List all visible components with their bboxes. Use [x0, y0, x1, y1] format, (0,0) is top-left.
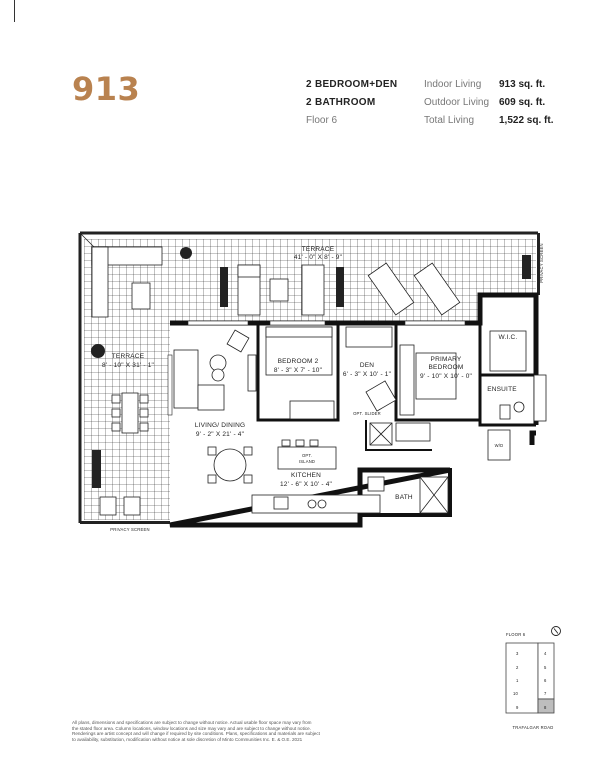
den-dims: 6' - 3" X 10' - 1" [343, 371, 392, 378]
outdoor-living-label: Outdoor Living [424, 97, 490, 108]
planters [91, 247, 531, 488]
kitchen-label: KITCHEN [291, 472, 321, 479]
bedroom2-label: BEDROOM 2 [278, 358, 319, 365]
bath-label: BATH [395, 494, 413, 501]
unit-number: 913 [72, 70, 141, 108]
windows [167, 320, 466, 416]
keyplan-unit-9: 9 [516, 705, 519, 710]
terrace-railing-corner [79, 232, 97, 250]
ensuite-wall [478, 375, 536, 427]
keyplan-unit-2: 2 [516, 665, 519, 670]
keyplan-unit-5: 5 [544, 665, 547, 670]
floor-level: Floor 6 [306, 115, 338, 126]
indoor-living-label: Indoor Living [424, 79, 482, 90]
indoor-living-value: 913 sq. ft. [499, 79, 546, 90]
terrace-dining-set [99, 392, 149, 516]
legal-disclaimer: All plans, dimensions and specifications… [72, 720, 342, 742]
compass-icon [551, 626, 561, 636]
bedroom2-dims: 8' - 3" X 7' - 10" [274, 367, 323, 374]
terrace-left-label: TERRACE [112, 353, 145, 360]
crop-mark [0, 0, 15, 22]
keyplan-unit-8: 8 [544, 705, 547, 710]
kitchen-dims: 12' - 6" X 10' - 4" [280, 481, 333, 488]
hall-wall [365, 420, 432, 451]
keyplan-unit-10: 10 [513, 691, 519, 696]
unit-summary: 2 BEDROOM+DEN 2 BATHROOM Floor 6 [306, 76, 397, 130]
interior-furniture [173, 326, 547, 514]
privacy-screen-bottom-label: PRIVACY SCREEN [110, 527, 149, 532]
keyplan-unit-4: 4 [544, 651, 547, 656]
disclaimer-line: the stated floor area. Column locations,… [72, 725, 312, 731]
terrace-paving [84, 239, 536, 520]
keyplan-building [505, 642, 555, 714]
terrace-furniture [91, 246, 461, 318]
keyplan-unit-6: 6 [544, 678, 547, 683]
living-dining-label: LIVING/ DINING [195, 422, 245, 429]
keyplan-road-label: TRAFALGAR ROAD [513, 725, 554, 730]
total-living-value: 1,522 sq. ft. [499, 115, 554, 126]
island-label-2: ISLAND [299, 459, 315, 464]
disclaimer-line: All plans, dimensions and specifications… [72, 720, 312, 725]
bedroom-count: 2 BEDROOM+DEN [306, 79, 398, 90]
area-labels: Indoor Living Outdoor Living Total Livin… [424, 76, 489, 130]
primary-wall [394, 325, 480, 422]
keyplan-unit-1: 1 [516, 678, 519, 683]
primary-bedroom-dims: 9' - 10" X 10' - 0" [420, 373, 473, 380]
island-label: OPT. [302, 453, 312, 458]
bathroom-count: 2 BATHROOM [306, 97, 376, 108]
primary-bedroom-label: PRIMARY [431, 356, 462, 363]
bath-enclosure-wall [360, 468, 452, 517]
keyplan-unit-3: 3 [516, 651, 519, 656]
den-label: DEN [360, 362, 374, 369]
terrace-left-dims: 8' - 10" X 31' - 1" [102, 362, 155, 369]
living-dining-dims: 9' - 2" X 21' - 4" [196, 431, 245, 438]
wic-label: W.I.C. [499, 334, 518, 341]
total-living-label: Total Living [424, 115, 475, 126]
washer-dryer-label: W/D [495, 443, 504, 448]
outdoor-living-value: 609 sq. ft. [499, 97, 546, 108]
ensuite-label: ENSUITE [487, 386, 517, 393]
terrace-top-label: TERRACE [302, 246, 335, 253]
area-values: 913 sq. ft. 609 sq. ft. 1,522 sq. ft. [499, 76, 553, 130]
privacy-screen-bottom [80, 521, 172, 524]
key-plan: FLOOR 6 3 4 2 5 1 6 10 7 9 8 TRAFALGAR R… [505, 626, 561, 730]
disclaimer-line: Renderings are artist concept and will c… [72, 731, 320, 737]
keyplan-floor-label: FLOOR 6 [506, 632, 526, 637]
disclaimer-line: to availability, substitution, modificat… [72, 736, 303, 742]
keyplan-unit-7: 7 [544, 691, 547, 696]
floor-plan: TERRACE 41' - 0" X 8' - 9" TERRACE 8' - … [78, 231, 547, 532]
primary-bedroom-label-2: BEDROOM [429, 364, 464, 371]
opt-slider-label: OPT. SLIDER [353, 411, 381, 416]
privacy-screen-top-label: PRIVACY SCREEN [539, 243, 544, 282]
terrace-top-dims: 41' - 0" X 8' - 9" [294, 254, 343, 261]
privacy-screen-top [537, 233, 540, 295]
